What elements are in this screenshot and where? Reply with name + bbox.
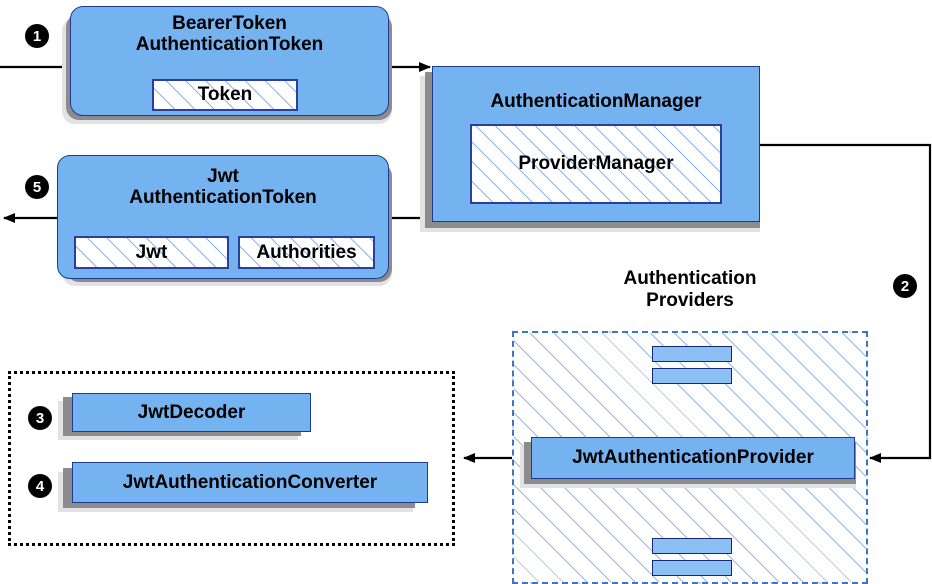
step-marker-3-number: 3 (35, 409, 45, 427)
step-marker-5-number: 5 (32, 178, 42, 196)
bearer-token-title-line1: BearerToken (172, 13, 287, 34)
bearer-token-inner-box[interactable]: Token (152, 79, 298, 111)
jwt-token-inner-box-jwt[interactable]: Jwt (74, 236, 229, 269)
bearer-token-inner-label: Token (197, 84, 253, 105)
step-marker-4-number: 4 (35, 477, 45, 495)
jwt-token-title-line1: Jwt (207, 166, 239, 187)
provider-lower-bar-1 (652, 538, 732, 554)
jwt-token-inner-label-jwt: Jwt (135, 241, 168, 263)
step-marker-1-number: 1 (32, 27, 42, 45)
provider-upper-bar-1 (652, 346, 732, 362)
step-marker-2-number: 2 (900, 277, 910, 295)
jwt-authentication-converter-node[interactable]: JwtAuthenticationConverter (72, 462, 428, 503)
authentication-providers-caption-line2: Providers (646, 289, 734, 311)
jwt-authentication-provider-label: JwtAuthenticationProvider (572, 447, 814, 469)
step-marker-2: 2 (893, 274, 917, 298)
step-marker-3: 3 (28, 406, 52, 430)
bearer-token-title: BearerToken AuthenticationToken (71, 13, 388, 56)
authentication-manager-title: AuthenticationManager (490, 91, 702, 112)
jwt-decoder-node[interactable]: JwtDecoder (72, 393, 311, 432)
jwt-token-inner-label-authorities: Authorities (256, 241, 357, 263)
jwt-token-title: Jwt AuthenticationToken (58, 166, 388, 209)
jwt-token-title-line2: AuthenticationToken (129, 187, 317, 209)
jwt-authentication-provider-node[interactable]: JwtAuthenticationProvider (531, 437, 855, 479)
provider-upper-bar-2 (652, 368, 732, 384)
jwt-token-inner-box-authorities[interactable]: Authorities (238, 236, 375, 269)
jwt-decoder-label: JwtDecoder (137, 401, 246, 423)
connector-manager-to-provider (760, 143, 932, 463)
provider-manager-label: ProviderManager (518, 153, 674, 174)
authentication-providers-caption: Authentication Providers (560, 268, 820, 312)
jwt-authentication-converter-label: JwtAuthenticationConverter (122, 471, 378, 493)
authentication-providers-caption-line1: Authentication (623, 268, 757, 289)
step-marker-4: 4 (28, 474, 52, 498)
provider-lower-bar-2 (652, 560, 732, 576)
jwt-support-components-group (8, 371, 455, 546)
bearer-token-title-line2: AuthenticationToken (135, 34, 324, 56)
step-marker-1: 1 (25, 24, 49, 48)
provider-manager-inner-box[interactable]: ProviderManager (470, 124, 722, 204)
step-marker-5: 5 (25, 175, 49, 199)
